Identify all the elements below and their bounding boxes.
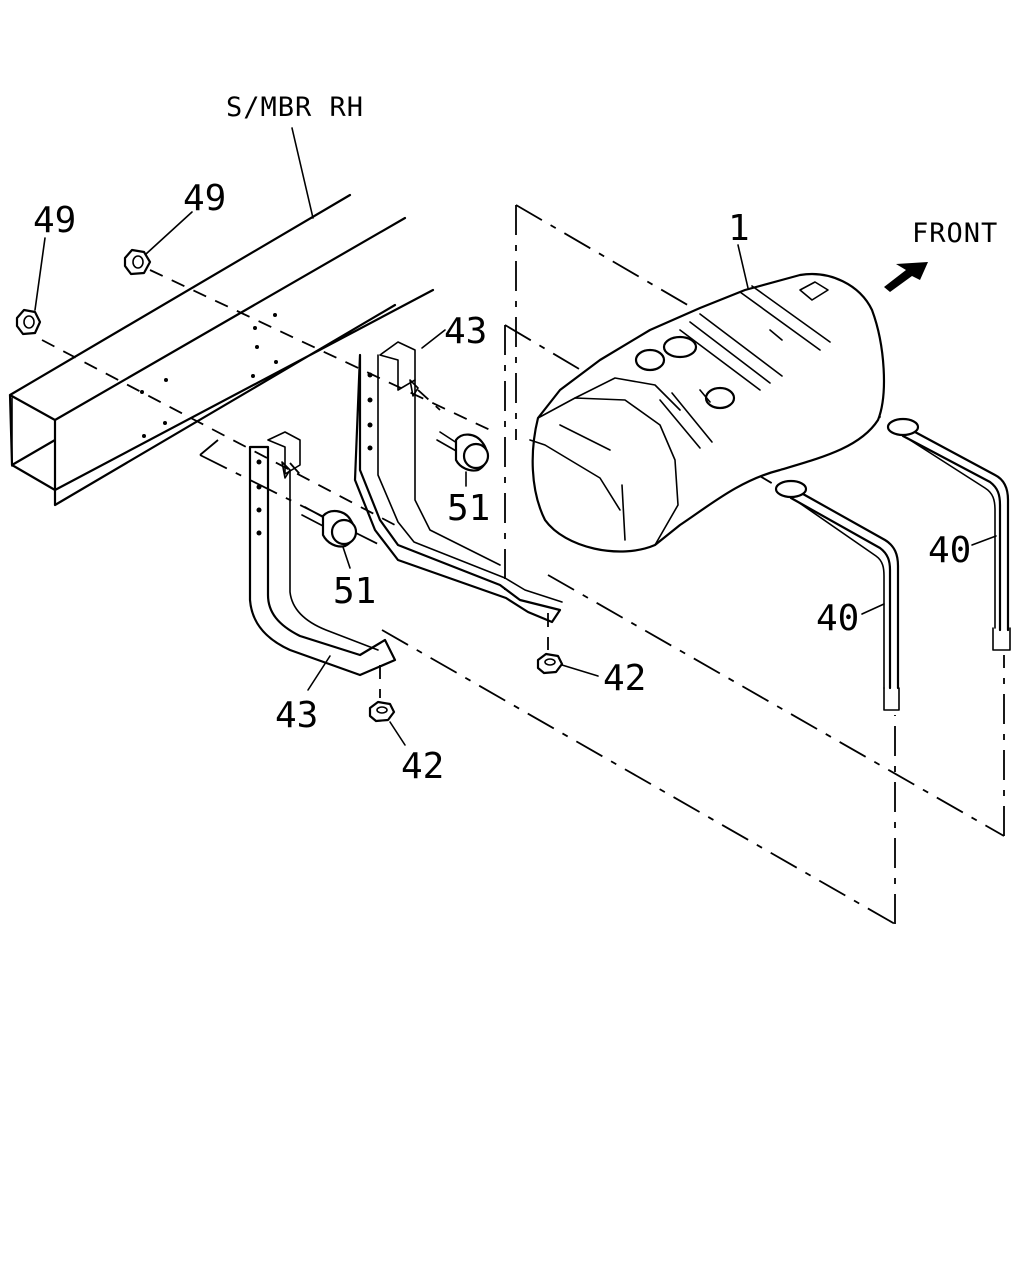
nut-42-left-label: 42 <box>401 746 444 787</box>
bracket-front <box>248 431 397 677</box>
nut-42-right <box>536 652 564 675</box>
strap-right-leader <box>971 535 997 546</box>
bolt-rear <box>436 431 490 472</box>
bolt-front-leader <box>342 546 351 569</box>
tank-label: 1 <box>728 208 750 249</box>
bracket-rear-label: 43 <box>444 311 487 352</box>
tank-strap-right <box>886 417 1011 651</box>
nut-49-left <box>15 308 42 336</box>
fuel-tank <box>529 272 885 553</box>
nut-42-left <box>368 700 396 723</box>
bolt-front-label: 51 <box>333 571 376 612</box>
strap-right-label: 40 <box>928 530 971 571</box>
front-arrow-icon <box>884 262 928 292</box>
frame-member-label: S/MBR RH <box>226 92 364 123</box>
nut-49-right-leader <box>145 211 193 255</box>
bracket-front-label: 43 <box>275 695 318 736</box>
bracket-rear-leader <box>421 329 446 349</box>
front-direction-label: FRONT <box>912 218 998 249</box>
frame-side-member <box>8 193 435 507</box>
nut-49-right-label: 49 <box>183 178 226 219</box>
frame-member-leader <box>291 127 314 219</box>
strap-left-label: 40 <box>816 598 859 639</box>
strap-left-leader <box>861 603 885 615</box>
bracket-front-leader <box>307 655 331 691</box>
bracket-rear <box>353 341 563 624</box>
nut-49-right <box>123 248 152 276</box>
nut-49-left-label: 49 <box>33 200 76 241</box>
tank-strap-left <box>774 479 900 711</box>
tank-leader <box>737 244 749 289</box>
bolt-front <box>301 506 358 548</box>
nut-49-left-leader <box>34 237 46 311</box>
bolt-rear-label: 51 <box>447 488 490 529</box>
nut-42-right-leader <box>561 664 599 677</box>
nut-42-right-label: 42 <box>603 658 646 699</box>
nut-42-left-leader <box>389 721 406 746</box>
